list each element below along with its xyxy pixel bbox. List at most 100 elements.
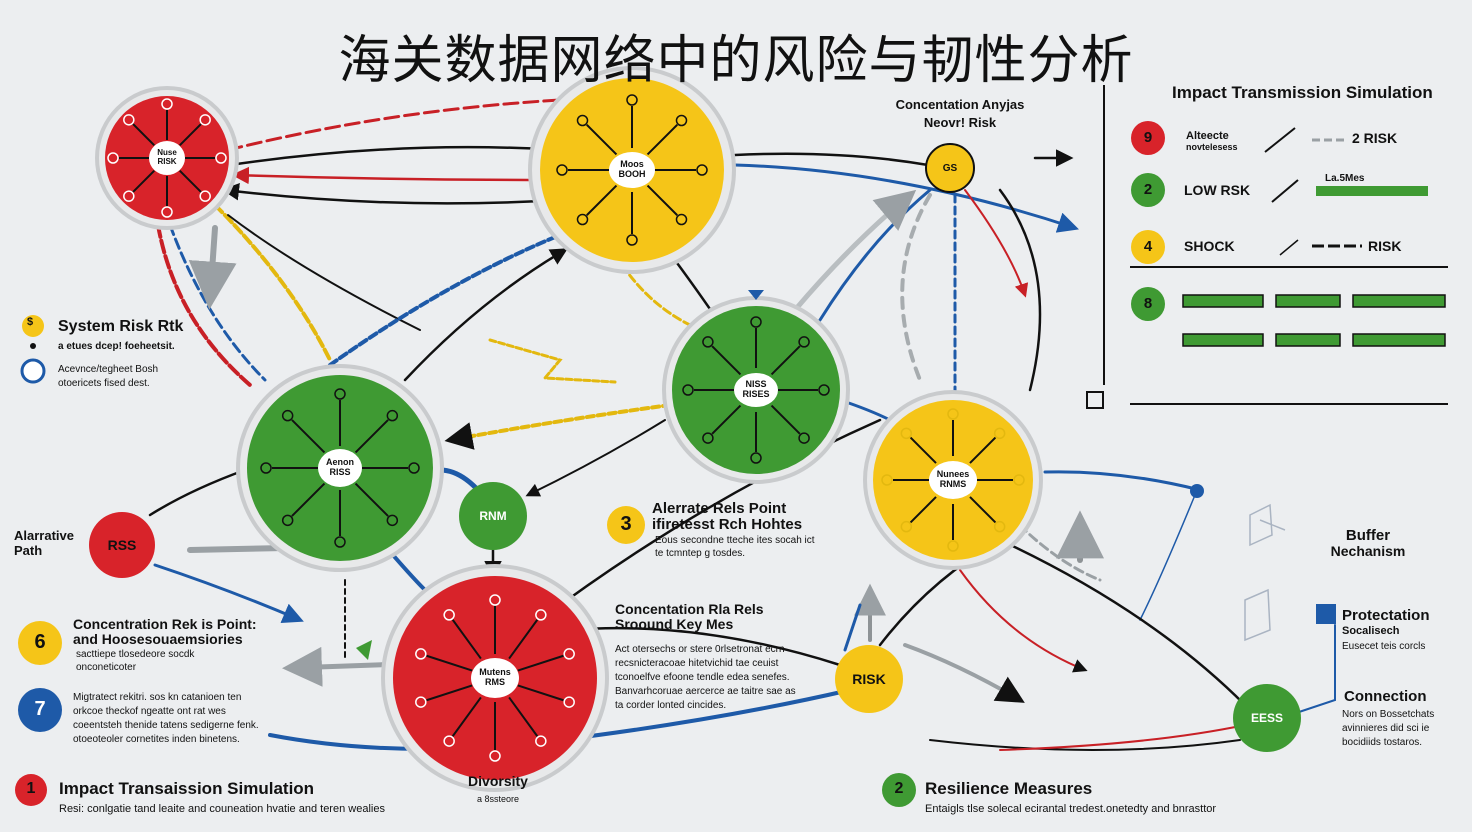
spoke-end-bottom-red-6 bbox=[443, 735, 455, 747]
spoke-end-right-yellow-7 bbox=[900, 427, 913, 440]
edge-risk-grey bbox=[903, 643, 1025, 703]
edge-center-left bbox=[444, 403, 672, 450]
edge-yellow-gs bbox=[733, 152, 930, 167]
diversity-sub: a 8ssteore bbox=[476, 794, 520, 804]
buffer-mechanism-line1: Buffer bbox=[1345, 527, 1391, 544]
node-label-small-green: RNM bbox=[479, 509, 507, 523]
edge-yellow-gs-blue bbox=[733, 163, 1079, 233]
block3-head2: ifiretesst Rch Hohtes bbox=[652, 516, 803, 533]
legend-system-risk-sub: a etues dcep! foeheetsit. bbox=[58, 341, 175, 352]
block3-body1: Eous secondne tteche ites socah ict bbox=[655, 535, 815, 546]
connection-body-3: bocidiids tostaros. bbox=[1342, 737, 1423, 748]
concentration-analysis-line1: Concentation Anyjas bbox=[895, 97, 1025, 112]
spoke-end-bottom-red-4 bbox=[535, 735, 547, 747]
edge-right-eess bbox=[998, 538, 1247, 707]
spoke-end-top-yellow-0 bbox=[626, 94, 638, 106]
panel-row3-label: SHOCK bbox=[1184, 238, 1235, 254]
panel-badge-label-1: 9 bbox=[1143, 129, 1153, 146]
spoke-top-red-3 bbox=[179, 170, 202, 193]
concentration-analysis-line2: Neovr! Risk bbox=[923, 114, 997, 130]
panel-badge-4 bbox=[1131, 287, 1165, 321]
panel-bar-5b bbox=[1275, 333, 1341, 347]
block6-body1: sacttiepe tlosedeore socdk bbox=[76, 649, 195, 660]
spoke-end-bottom-red-2 bbox=[563, 648, 575, 660]
panel-row2-tag: La.5Mes bbox=[1325, 173, 1365, 184]
spoke-top-red-5 bbox=[132, 170, 155, 193]
block6-body2: onconeticoter bbox=[76, 662, 137, 673]
right-panel-graphics bbox=[1086, 85, 1448, 409]
spoke-end-top-yellow-1 bbox=[675, 114, 688, 127]
panel-row1-sub: novtelesess bbox=[1186, 142, 1238, 152]
hub-label-right-yellow: Nunees RNMS bbox=[929, 461, 977, 499]
spoke-end-right-yellow-4 bbox=[947, 540, 959, 552]
legend-blue-ring bbox=[20, 358, 46, 384]
panel-badge-label-4: 8 bbox=[1143, 295, 1153, 312]
protection-head2: Socalisech bbox=[1342, 625, 1400, 637]
panel-line-3a bbox=[1279, 239, 1299, 256]
block7-body3: coeentsteh thenide tatens sedigerne fenk… bbox=[73, 720, 259, 731]
spoke-top-yellow-7 bbox=[586, 124, 618, 156]
edge-yellow-red-4 bbox=[221, 182, 562, 205]
edge-red-curve bbox=[959, 569, 1088, 673]
edge-zigzag bbox=[488, 338, 617, 384]
spoke-end-right-yellow-5 bbox=[900, 520, 913, 533]
spoke-end-center-green-0 bbox=[750, 316, 762, 328]
block1-head: Impact Transaission Simulation bbox=[59, 779, 315, 798]
page-title: 海关数据网络中的风险与韧性分析 bbox=[338, 31, 1134, 91]
edge-right-out bbox=[1043, 470, 1202, 492]
spoke-end-left-green-0 bbox=[334, 388, 346, 400]
panel-row2-label: LOW RSK bbox=[1184, 182, 1251, 198]
spoke-end-right-yellow-0 bbox=[947, 408, 959, 420]
spoke-end-center-green-2 bbox=[818, 384, 830, 396]
edge-green-yellow-a bbox=[328, 233, 562, 367]
block7-body4: otoeoteoler cornetites inden binetens. bbox=[73, 734, 240, 745]
spoke-end-top-red-0 bbox=[161, 98, 173, 110]
edge-center-rnm bbox=[525, 419, 666, 497]
buffer-icons bbox=[1244, 503, 1286, 642]
block3-body2: te tcmntep g tosdes. bbox=[655, 548, 746, 559]
spoke-left-green-3 bbox=[354, 482, 389, 517]
spoke-end-left-green-6 bbox=[260, 462, 272, 474]
badge-1-circle bbox=[15, 774, 47, 806]
connection-body-2: avinnieres did sci ie bbox=[1342, 723, 1430, 734]
spoke-end-bottom-red-5 bbox=[489, 750, 501, 762]
spoke-right-yellow-5 bbox=[909, 496, 937, 524]
spoke-bottom-red-7 bbox=[426, 684, 473, 702]
panel-row1-tag: 2 RISK bbox=[1352, 130, 1398, 146]
spoke-end-right-yellow-1 bbox=[993, 427, 1006, 440]
spoke-end-center-green-6 bbox=[682, 384, 694, 396]
spoke-end-left-green-5 bbox=[281, 514, 294, 527]
panel-line-2a bbox=[1271, 179, 1299, 203]
block2-head: Resilience Measures bbox=[925, 779, 1093, 798]
badge-1-number: 1 bbox=[26, 780, 36, 797]
panel-bar-4c bbox=[1352, 294, 1446, 308]
edge-green-yellow-b bbox=[403, 248, 569, 382]
panel-corner-square bbox=[1086, 391, 1104, 409]
panel-title: Impact Transmission Simulation bbox=[1172, 83, 1433, 102]
legend-system-risk-dot bbox=[22, 315, 44, 337]
spoke-end-top-yellow-5 bbox=[576, 213, 589, 226]
legend-system-risk-icon: $ bbox=[27, 316, 34, 328]
spoke-end-left-green-4 bbox=[334, 536, 346, 548]
edge-yellow-red-3 bbox=[231, 166, 552, 185]
edge-gs-red bbox=[964, 189, 1029, 298]
block7-body2: orkcoe theckof ngeatte ont rat wes bbox=[73, 706, 226, 717]
spoke-right-yellow-3 bbox=[969, 496, 997, 524]
small-nodes bbox=[89, 143, 1301, 752]
spoke-end-top-red-2 bbox=[215, 152, 227, 164]
spoke-end-top-yellow-2 bbox=[696, 164, 708, 176]
block7-body1: Migtratect rekitri. sos kn catanioen ten bbox=[73, 692, 242, 703]
spoke-end-top-yellow-3 bbox=[675, 213, 688, 226]
panel-row3-tag: RISK bbox=[1368, 238, 1402, 254]
badge-3-circle bbox=[607, 506, 645, 544]
legend-adv-line2: otoericets fised dest. bbox=[58, 378, 150, 389]
spoke-end-left-green-7 bbox=[281, 409, 294, 422]
spoke-end-bottom-red-9 bbox=[443, 609, 455, 621]
panel-bar-2 bbox=[1316, 186, 1428, 196]
spoke-end-top-yellow-4 bbox=[626, 234, 638, 246]
edge-bottom-curve-black bbox=[929, 739, 1241, 751]
spoke-top-red-1 bbox=[179, 123, 202, 146]
badge-7-circle bbox=[18, 688, 62, 732]
panel-bar-4b bbox=[1275, 294, 1341, 308]
spoke-end-top-red-4 bbox=[161, 206, 173, 218]
